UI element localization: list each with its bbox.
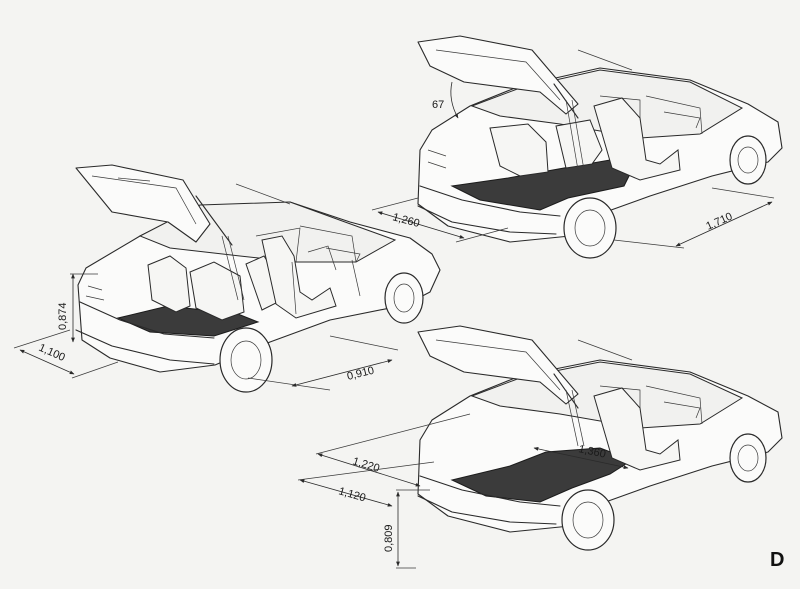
label-height-874: 0,874 bbox=[57, 302, 69, 330]
label-height-809: 0,809 bbox=[383, 524, 395, 552]
label-width-1360: 1,360 bbox=[577, 443, 606, 460]
label-length-1100: 1,100 bbox=[37, 342, 67, 364]
label-width-910: 0,910 bbox=[346, 365, 376, 383]
label-length-1220: 1,220 bbox=[351, 455, 381, 475]
label-angle-67: 67 bbox=[432, 99, 444, 111]
car-seat-removed bbox=[417, 325, 783, 551]
label-total-1710: 1,710 bbox=[704, 211, 734, 233]
label-length-1260: 1,260 bbox=[391, 211, 421, 230]
car-seat-upright bbox=[75, 164, 441, 393]
dimensions-seat-removed: 1,360 1,220 1,120 0,809 bbox=[297, 413, 629, 569]
label-length-1120: 1,120 bbox=[337, 485, 367, 504]
car-seat-folded bbox=[417, 35, 783, 259]
corner-letter: D bbox=[770, 549, 785, 571]
